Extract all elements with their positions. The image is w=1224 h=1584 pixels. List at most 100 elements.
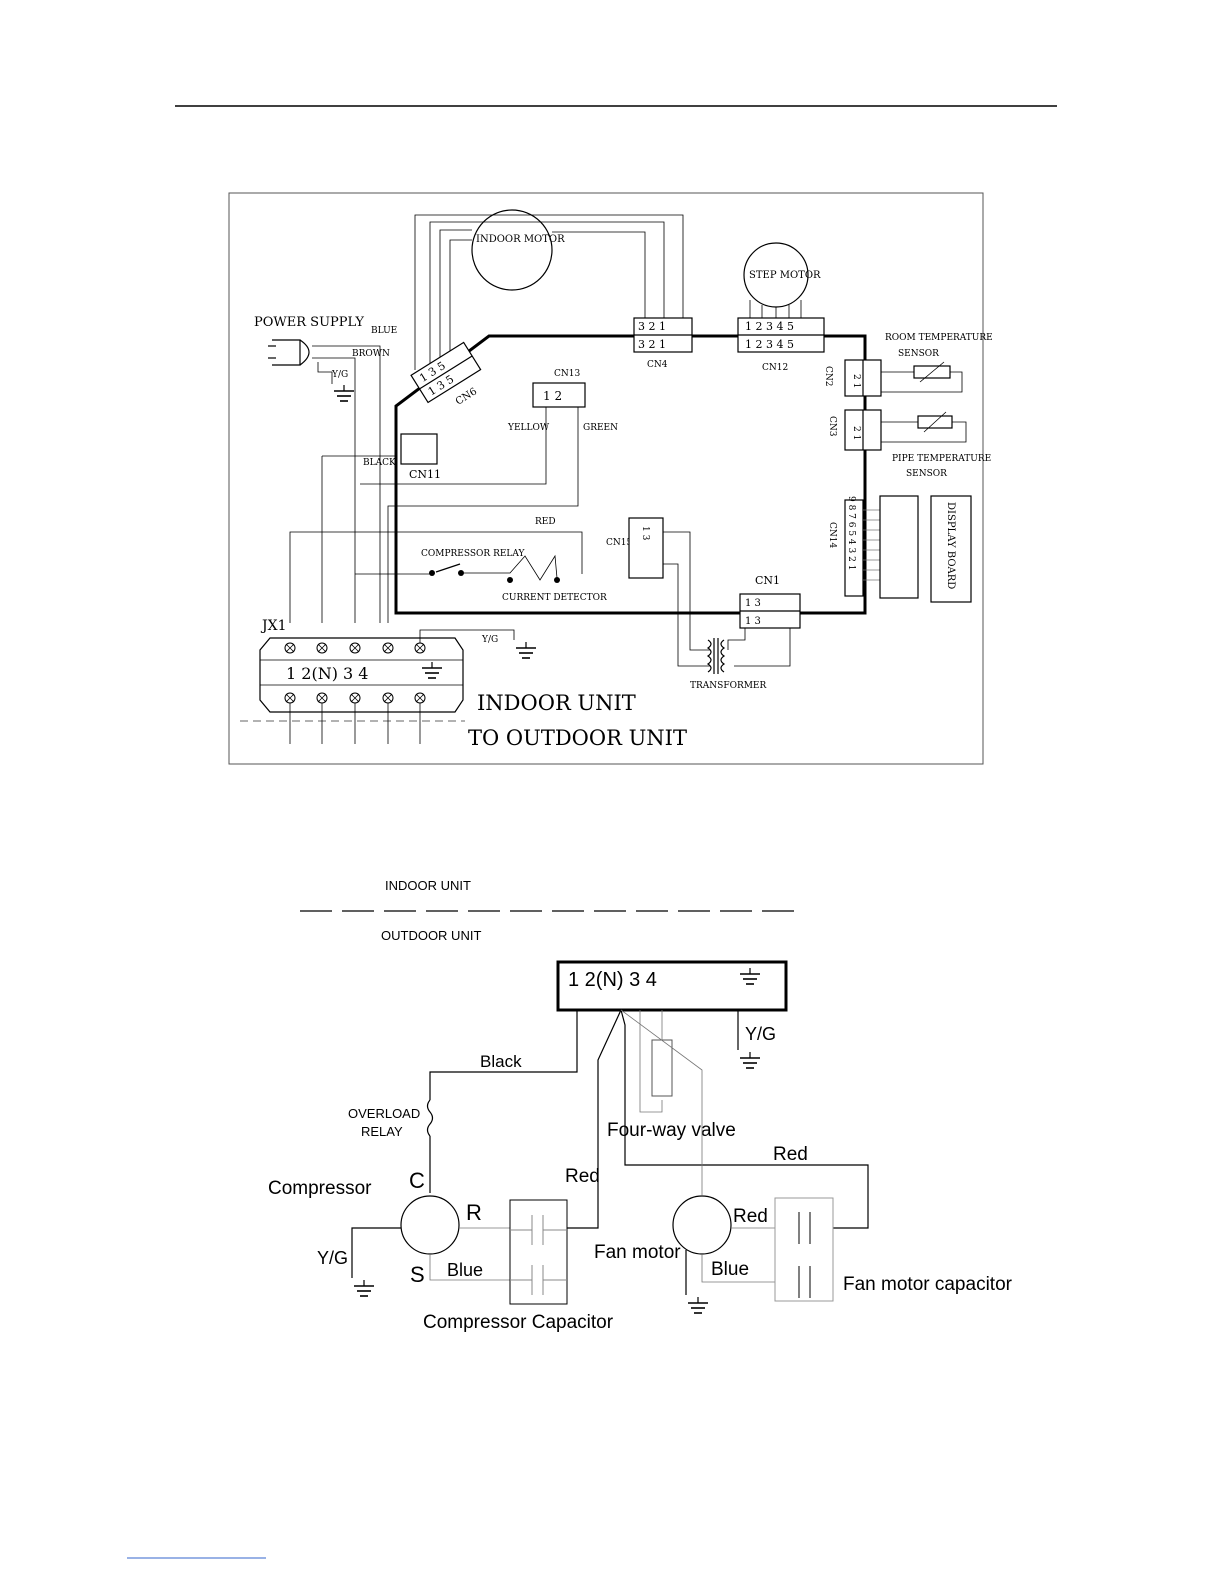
outdoor-terminal-labels: 1 2(N) 3 4 <box>568 969 657 991</box>
cn11-connector <box>400 433 438 465</box>
compressor-yg-label: Y/G <box>317 1248 348 1268</box>
cn12-label: CN12 <box>762 363 788 373</box>
overload-relay <box>426 1099 434 1137</box>
motor-wire-4 <box>449 239 472 355</box>
transformer-label: TRANSFORMER <box>690 681 767 691</box>
current-detector-label: CURRENT DETECTOR <box>502 593 607 603</box>
red-wire-fan <box>620 1009 869 1229</box>
cn15-label: CN15 <box>606 538 632 548</box>
plug-ground-label: Y/G <box>331 370 348 380</box>
cn2-label: CN2 <box>823 366 833 387</box>
four-way-valve <box>651 1039 673 1097</box>
power-supply-label: POWER SUPPLY <box>254 315 364 330</box>
outdoor-terminal-block <box>556 960 788 1012</box>
outdoor-yg-label: Y/G <box>745 1024 776 1044</box>
cn11-label: CN11 <box>409 468 441 481</box>
cn13-label: CN13 <box>554 369 580 379</box>
compressor-label: Compressor <box>268 1178 372 1199</box>
room-temperature-sensor-label-2: SENSOR <box>898 349 939 359</box>
display-board <box>930 495 972 603</box>
indoor-unit-label: INDOOR UNIT <box>477 691 636 715</box>
brown-wire-label: BROWN <box>352 349 390 359</box>
cn1-pins-top: 1 3 <box>745 598 761 609</box>
fan-red-label: Red <box>733 1206 768 1227</box>
cn14-pins: 9 8 7 6 5 4 3 2 1 <box>846 496 856 570</box>
compressor-capacitor <box>509 1199 568 1305</box>
blue-wire-label: BLUE <box>371 326 397 336</box>
fan-motor-capacitor <box>774 1197 834 1302</box>
jx1-yg-ground-icon <box>515 641 537 659</box>
outdoor-wiring-diagram: INDOOR UNIT OUTDOOR UNIT 1 2(N) 3 4 Y/G … <box>268 878 1013 1333</box>
fan-motor <box>672 1195 732 1255</box>
green-wire <box>387 407 579 623</box>
four-way-valve-label: Four-way valve <box>607 1120 736 1141</box>
compressor-relay-label: COMPRESSOR RELAY <box>421 549 526 559</box>
cn14-label: CN14 <box>827 522 837 548</box>
compressor-terminal-s: S <box>410 1262 425 1287</box>
motor-wire-3 <box>439 229 472 360</box>
cn12-pins-bottom: 1 2 3 4 5 <box>745 338 794 351</box>
motor-wire-5 <box>552 231 646 318</box>
cn14-connector <box>844 499 864 597</box>
fan-motor-ground-icon <box>687 1296 709 1314</box>
red-wire-compressor <box>567 1009 622 1229</box>
cn4-pins-bottom: 3 2 1 <box>638 338 666 351</box>
brown-wire <box>312 357 356 623</box>
red-wire-label: RED <box>535 517 556 527</box>
compressor-capacitor-label: Compressor Capacitor <box>423 1312 614 1333</box>
cn13-connector <box>532 382 586 408</box>
motor-wire-2 <box>429 221 665 365</box>
cn2-pins: 2 1 <box>851 374 861 388</box>
display-cable <box>879 495 919 599</box>
display-board-label: DISPLAY BOARD <box>945 502 956 589</box>
step-motor-label: STEP MOTOR <box>749 270 821 281</box>
jx1-yg-label: Y/G <box>481 635 498 645</box>
outdoor-unit-caption: OUTDOOR UNIT <box>381 928 481 943</box>
current-detector-right <box>554 577 560 583</box>
indoor-motor <box>471 209 553 291</box>
overload-relay-label-2: RELAY <box>361 1124 403 1139</box>
fan-motor-capacitor-label: Fan motor capacitor <box>843 1274 1013 1295</box>
red-wire-compressor-label: Red <box>565 1166 600 1187</box>
overload-relay-label: OVERLOAD <box>348 1106 420 1121</box>
indoor-motor-label: INDOOR MOTOR <box>476 234 565 245</box>
compressor-blue-label: Blue <box>447 1260 483 1280</box>
cn6-label: CN6 <box>454 386 479 407</box>
cn1-pins-bottom: 1 3 <box>745 616 761 627</box>
to-outdoor-unit-label: TO OUTDOOR UNIT <box>468 726 687 750</box>
cn13-pins: 1 2 <box>543 389 562 403</box>
cn4-label: CN4 <box>647 360 668 370</box>
pipe-temperature-sensor-label: PIPE TEMPERATURE <box>892 454 991 464</box>
room-temperature-sensor-label: ROOM TEMPERATURE <box>885 333 993 343</box>
relay-contact-right <box>458 570 464 576</box>
cn3-label: CN3 <box>827 416 837 437</box>
cn15-pins: 1 3 <box>640 526 650 541</box>
indoor-wiring-diagram: INDOOR MOTOR 3 2 1 3 2 1 CN4 STEP MOTOR … <box>228 192 993 765</box>
jx1-terminal-labels: 1 2(N) 3 4 <box>286 664 368 683</box>
cn4-pins-top: 3 2 1 <box>638 320 666 333</box>
black-wire-label: BLACK <box>363 458 396 468</box>
cn1-label: CN1 <box>755 574 780 587</box>
compressor <box>400 1195 460 1255</box>
outdoor-ground-icon <box>739 1051 761 1069</box>
plug-ground-icon <box>333 384 355 402</box>
indoor-diagram-frame <box>228 192 984 765</box>
compressor-terminal-r: R <box>466 1200 482 1225</box>
jx1-terminal-block <box>259 637 464 713</box>
current-detector-left <box>507 577 513 583</box>
pipe-temperature-sensor-label-2: SENSOR <box>906 469 947 479</box>
jx1-ground-icon <box>421 661 443 679</box>
black-wire-outdoor-label: Black <box>480 1052 522 1071</box>
motor-wire-1 <box>414 214 684 370</box>
power-plug <box>272 339 301 366</box>
yellow-wire <box>360 407 547 485</box>
fan-blue-label: Blue <box>711 1259 749 1280</box>
black-wire-outdoor <box>429 1010 578 1100</box>
red-wire-fan-label: Red <box>773 1144 808 1165</box>
green-wire-label: GREEN <box>583 423 618 433</box>
blue-wire <box>312 345 381 623</box>
cn15-connector <box>628 517 664 579</box>
red-wire <box>289 531 583 623</box>
cn12-pins-top: 1 2 3 4 5 <box>745 320 794 333</box>
